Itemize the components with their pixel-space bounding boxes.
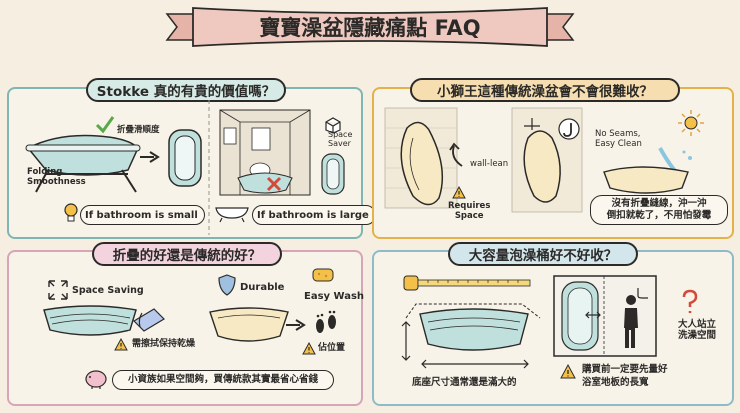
occupies-label: 佔位置 bbox=[318, 343, 346, 353]
sun-icon bbox=[678, 110, 704, 136]
check-icon bbox=[95, 116, 115, 134]
tape-measure-icon bbox=[403, 275, 531, 291]
warning-icon bbox=[560, 363, 576, 379]
person-icon bbox=[624, 288, 648, 348]
folding-smoothness-label: Folding Smoothness bbox=[27, 167, 86, 187]
piggy-bank-icon bbox=[85, 370, 107, 389]
wipe-cloth-icon bbox=[133, 308, 165, 332]
rinsing-tub-illustration bbox=[603, 147, 692, 194]
box-icon bbox=[325, 117, 341, 134]
cross-icon bbox=[266, 176, 282, 192]
traditional-tub-illustration bbox=[209, 307, 289, 342]
no-seams-callout: 沒有折疊縫線，沖一沖 倒扣就乾了，不用怕發霉 bbox=[590, 195, 728, 225]
panel-heading-fold-vs-traditional: 折疊的好還是傳統的好？ bbox=[92, 242, 282, 266]
wall-lean-tub-illustration bbox=[384, 107, 458, 209]
no-seams-label: No Seams, Easy Clean bbox=[595, 129, 642, 149]
hook-icon bbox=[558, 118, 580, 140]
small-bathroom-tag: If bathroom is small bbox=[80, 205, 205, 225]
footprint-icon bbox=[316, 310, 336, 333]
warning-icon bbox=[114, 337, 128, 351]
sponge-icon bbox=[312, 268, 334, 282]
panel-heading-soak-tub: 大容量泡澡桶好不好收？ bbox=[448, 242, 638, 266]
arrow-icon bbox=[286, 319, 306, 331]
durable-label: Durable bbox=[240, 282, 285, 293]
stored-tub-illustration bbox=[321, 153, 345, 195]
move-arrows-icon bbox=[48, 280, 68, 300]
compact-folding-tub bbox=[43, 305, 137, 336]
move-arrows-icon bbox=[585, 311, 601, 319]
folded-tub-illustration bbox=[168, 129, 202, 187]
wall-lean-label: wall-lean bbox=[470, 159, 509, 169]
lean-arrow-icon bbox=[449, 142, 463, 167]
banner-ribbon bbox=[165, 7, 575, 47]
wipe-dry-label: 需擦拭保持乾燥 bbox=[132, 339, 196, 349]
bulb-icon bbox=[64, 203, 78, 222]
small-bathroom-illustration bbox=[219, 109, 311, 196]
measure-tip-label: 購買前一定要先量好 浴室地板的長寬 bbox=[582, 364, 668, 388]
arrow-icon bbox=[140, 151, 160, 163]
panel-divider bbox=[208, 100, 210, 235]
title-banner: 寶寶澡盆隱藏痛點 FAQ bbox=[165, 6, 575, 48]
base-size-label: 底座尺寸通常還是滿大的 bbox=[412, 377, 517, 388]
panel-heading-stokke: Stokke 真的有貴的價值嗎？ bbox=[86, 78, 286, 102]
space-saver-label: Space Saver bbox=[328, 130, 353, 149]
large-soak-tub-illustration bbox=[401, 303, 541, 369]
hanging-tub-illustration bbox=[511, 107, 583, 213]
page-title: 寶寶澡盆隱藏痛點 FAQ bbox=[259, 16, 481, 40]
warning-icon bbox=[452, 185, 466, 199]
folding-tub-illustration bbox=[25, 134, 141, 193]
question-icon bbox=[682, 289, 698, 313]
clawfoot-tub-icon bbox=[215, 207, 249, 223]
budget-tip-callout: 小資族如果空間夠，買傳統款其實最省心省錢 bbox=[112, 370, 334, 390]
warning-icon bbox=[302, 341, 316, 355]
panel-heading-traditional: 小獅王這種傳統澡盆會不會很難收？ bbox=[410, 78, 680, 102]
shield-icon bbox=[218, 274, 236, 296]
stand-shower-label: 大人站立 洗澡空間 bbox=[678, 319, 717, 341]
large-bathroom-tag: If bathroom is large bbox=[252, 205, 376, 225]
space-saving-label: Space Saving bbox=[72, 285, 144, 296]
fold-smoothness-label: 折疊滑順度 bbox=[117, 125, 160, 135]
bathroom-floor-plan bbox=[553, 275, 657, 357]
requires-space-label: Requires Space bbox=[448, 201, 491, 221]
easy-wash-label: Easy Wash bbox=[304, 291, 365, 302]
